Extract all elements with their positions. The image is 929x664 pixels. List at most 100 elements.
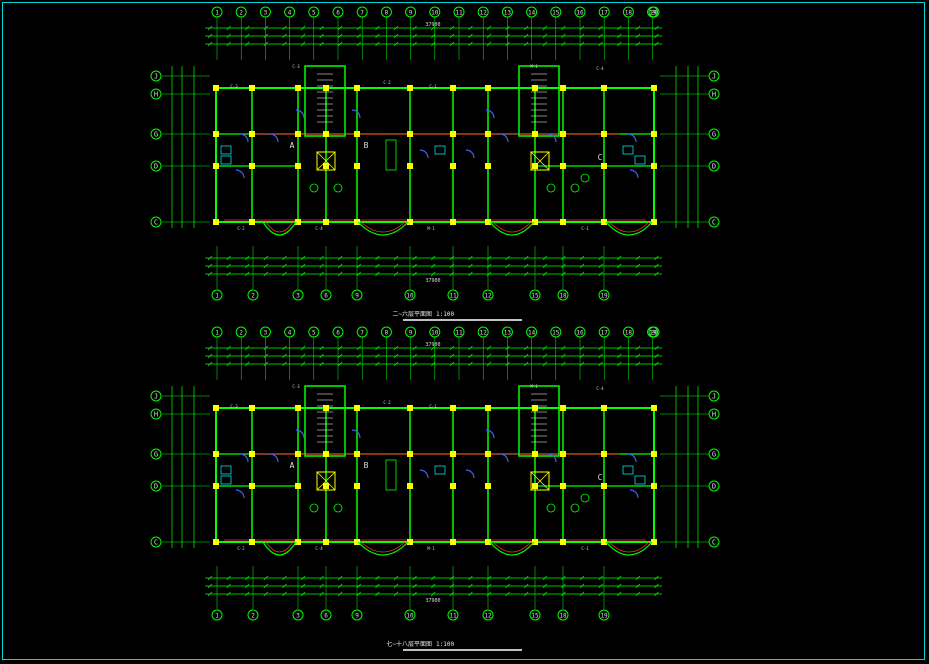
dimension-tick [616, 361, 622, 367]
dimension-tick [393, 361, 399, 367]
structural-column [323, 483, 329, 489]
overall-dimension-label: 37900 [425, 22, 440, 28]
bay-window [605, 541, 653, 556]
bottom-axis-bubble [320, 609, 332, 621]
fixture [220, 465, 232, 475]
bay-window [262, 221, 297, 236]
dimension-tick [486, 345, 492, 351]
structural-column [323, 405, 329, 411]
dimension-tick [579, 41, 585, 47]
dimension-tick [319, 41, 324, 47]
bottom-axis-bubble [529, 609, 541, 621]
plan-scale: 1:100 [436, 641, 454, 648]
dimension-tick [542, 575, 548, 581]
dimension-tick [523, 583, 529, 589]
dimension-tick [430, 25, 436, 31]
stair-label: C [598, 473, 603, 482]
structural-column [295, 219, 301, 225]
dimension-tick [430, 271, 436, 277]
structural-column [213, 85, 219, 91]
dimension-tick [523, 41, 529, 47]
structural-column [651, 483, 657, 489]
top-axis-label: 17 [601, 330, 609, 337]
room-tag: C-1 [581, 226, 589, 231]
dimension-tick [319, 263, 324, 269]
dimension-tick [486, 255, 492, 261]
structural-column [249, 539, 255, 545]
dimension-tick [207, 353, 213, 359]
room-tag: M-1 [427, 546, 435, 551]
dimension-tick [449, 345, 455, 351]
dimension-tick [430, 345, 436, 351]
structural-column [485, 219, 491, 225]
dimension-tick [505, 583, 510, 589]
dimension-tick [226, 255, 231, 261]
dimension-tick [337, 41, 343, 47]
left-axis-bubble [150, 88, 162, 100]
dimension-tick [226, 271, 231, 277]
structural-column [323, 85, 329, 91]
structural-column [295, 163, 301, 169]
bottom-axis-label: 18 [559, 293, 567, 300]
structural-column [532, 405, 538, 411]
structural-column [354, 219, 360, 225]
bay-window [605, 221, 653, 236]
dimension-tick [598, 33, 603, 39]
left-axis-label: H [154, 411, 158, 419]
dimension-tick [505, 591, 510, 597]
room-tag: C-3 [230, 84, 238, 89]
door-swing [419, 149, 429, 159]
top-axis-label: 8 [385, 330, 389, 337]
fixture [622, 145, 634, 155]
dimension-tick [319, 361, 324, 367]
dimension-tick [356, 25, 362, 31]
dimension-tick [375, 33, 380, 39]
dimension-tick [579, 25, 585, 31]
dimension-tick [337, 263, 343, 269]
structural-column [295, 131, 301, 137]
dimension-tick [207, 591, 213, 597]
dimension-tick [244, 33, 250, 39]
left-axis-label: H [154, 91, 158, 99]
structural-column [485, 483, 491, 489]
fixture [220, 155, 232, 165]
dimension-tick [393, 41, 399, 47]
dimension-tick [579, 271, 585, 277]
structural-column [213, 483, 219, 489]
top-axis-label: 8 [385, 10, 389, 17]
room-tag: C-4 [596, 66, 604, 71]
room-tag: M-1 [530, 384, 538, 389]
structural-column [560, 405, 566, 411]
dimension-tick [375, 591, 380, 597]
dimension-tick [412, 271, 417, 277]
structural-column [601, 219, 607, 225]
bottom-axis-bubble [529, 289, 541, 301]
dimension-tick [542, 583, 548, 589]
structural-column [560, 131, 566, 137]
room-tag: C-2 [383, 400, 391, 405]
dimension-tick [616, 345, 622, 351]
structural-column [532, 451, 538, 457]
stair-label: A [290, 461, 295, 470]
dimension-tick [375, 41, 380, 47]
dimension-tick [263, 33, 269, 39]
top-axis-label: 10 [431, 330, 439, 337]
dimension-tick [635, 255, 641, 261]
structural-column [354, 451, 360, 457]
dimension-tick [356, 591, 362, 597]
dimension-tick [505, 345, 510, 351]
bay-window [357, 541, 409, 556]
dimension-tick [598, 25, 603, 31]
dimension-tick [244, 591, 250, 597]
dimension-tick [337, 575, 343, 581]
dimension-tick [468, 353, 473, 359]
left-axis-label: G [154, 451, 158, 459]
door-swing [547, 133, 557, 143]
top-axis-label: 16 [576, 10, 584, 17]
dimension-tick [244, 575, 250, 581]
top-axis-label: 19 [649, 330, 657, 337]
dimension-tick [523, 345, 529, 351]
bottom-axis-label: 1 [215, 613, 219, 620]
top-axis-bubble [648, 6, 660, 18]
